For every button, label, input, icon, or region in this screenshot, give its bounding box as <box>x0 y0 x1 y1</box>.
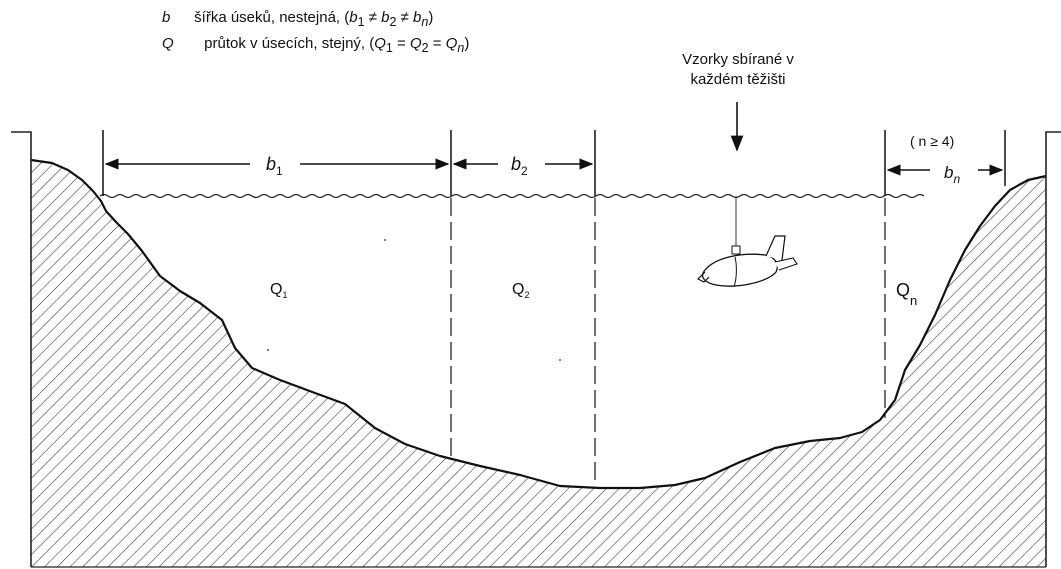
legend-row-width: b šířka úseků, nestejná, (b1 ≠ b2 ≠ bn) <box>162 9 433 29</box>
label-b2: b2 <box>511 154 528 178</box>
legend-condition-flow: (Q1 = Q2 = Qn) <box>369 35 470 55</box>
label-bn: bn <box>944 163 960 186</box>
legend-text-flow: průtok v úsecích, stejný, <box>204 35 366 52</box>
sampler-note-line2: každém těžišti <box>690 71 786 88</box>
legend-symbol-b: b <box>162 9 171 26</box>
label-q1: Q1 <box>270 281 287 300</box>
legend-text-width: šířka úseků, nestejná, <box>194 9 341 26</box>
speck <box>559 359 561 361</box>
left-bank-frame <box>11 131 32 567</box>
label-min-sections: ( n ≥ 4) <box>910 133 954 149</box>
label-qn: Qn <box>896 280 917 308</box>
legend-symbol-q: Q <box>162 35 174 52</box>
riverbed-hatched <box>31 160 1046 567</box>
water-surface <box>99 193 925 199</box>
speck <box>384 239 386 241</box>
sampler-note-line1: Vzorky sbírané v <box>682 51 794 68</box>
sediment-sampler-icon <box>696 235 798 288</box>
legend-row-flow: Q průtok v úsecích, stejný, (Q1 = Q2 = Q… <box>162 35 469 55</box>
sampler-note: Vzorky sbírané v každém těžišti <box>648 50 828 90</box>
label-q2: Q2 <box>512 281 529 300</box>
label-b1: b1 <box>266 154 283 178</box>
legend-condition-width: (b1 ≠ b2 ≠ bn) <box>344 9 434 29</box>
riverbed-outline <box>30 158 1047 490</box>
right-bank-frame <box>1045 131 1061 567</box>
speck <box>267 349 269 351</box>
